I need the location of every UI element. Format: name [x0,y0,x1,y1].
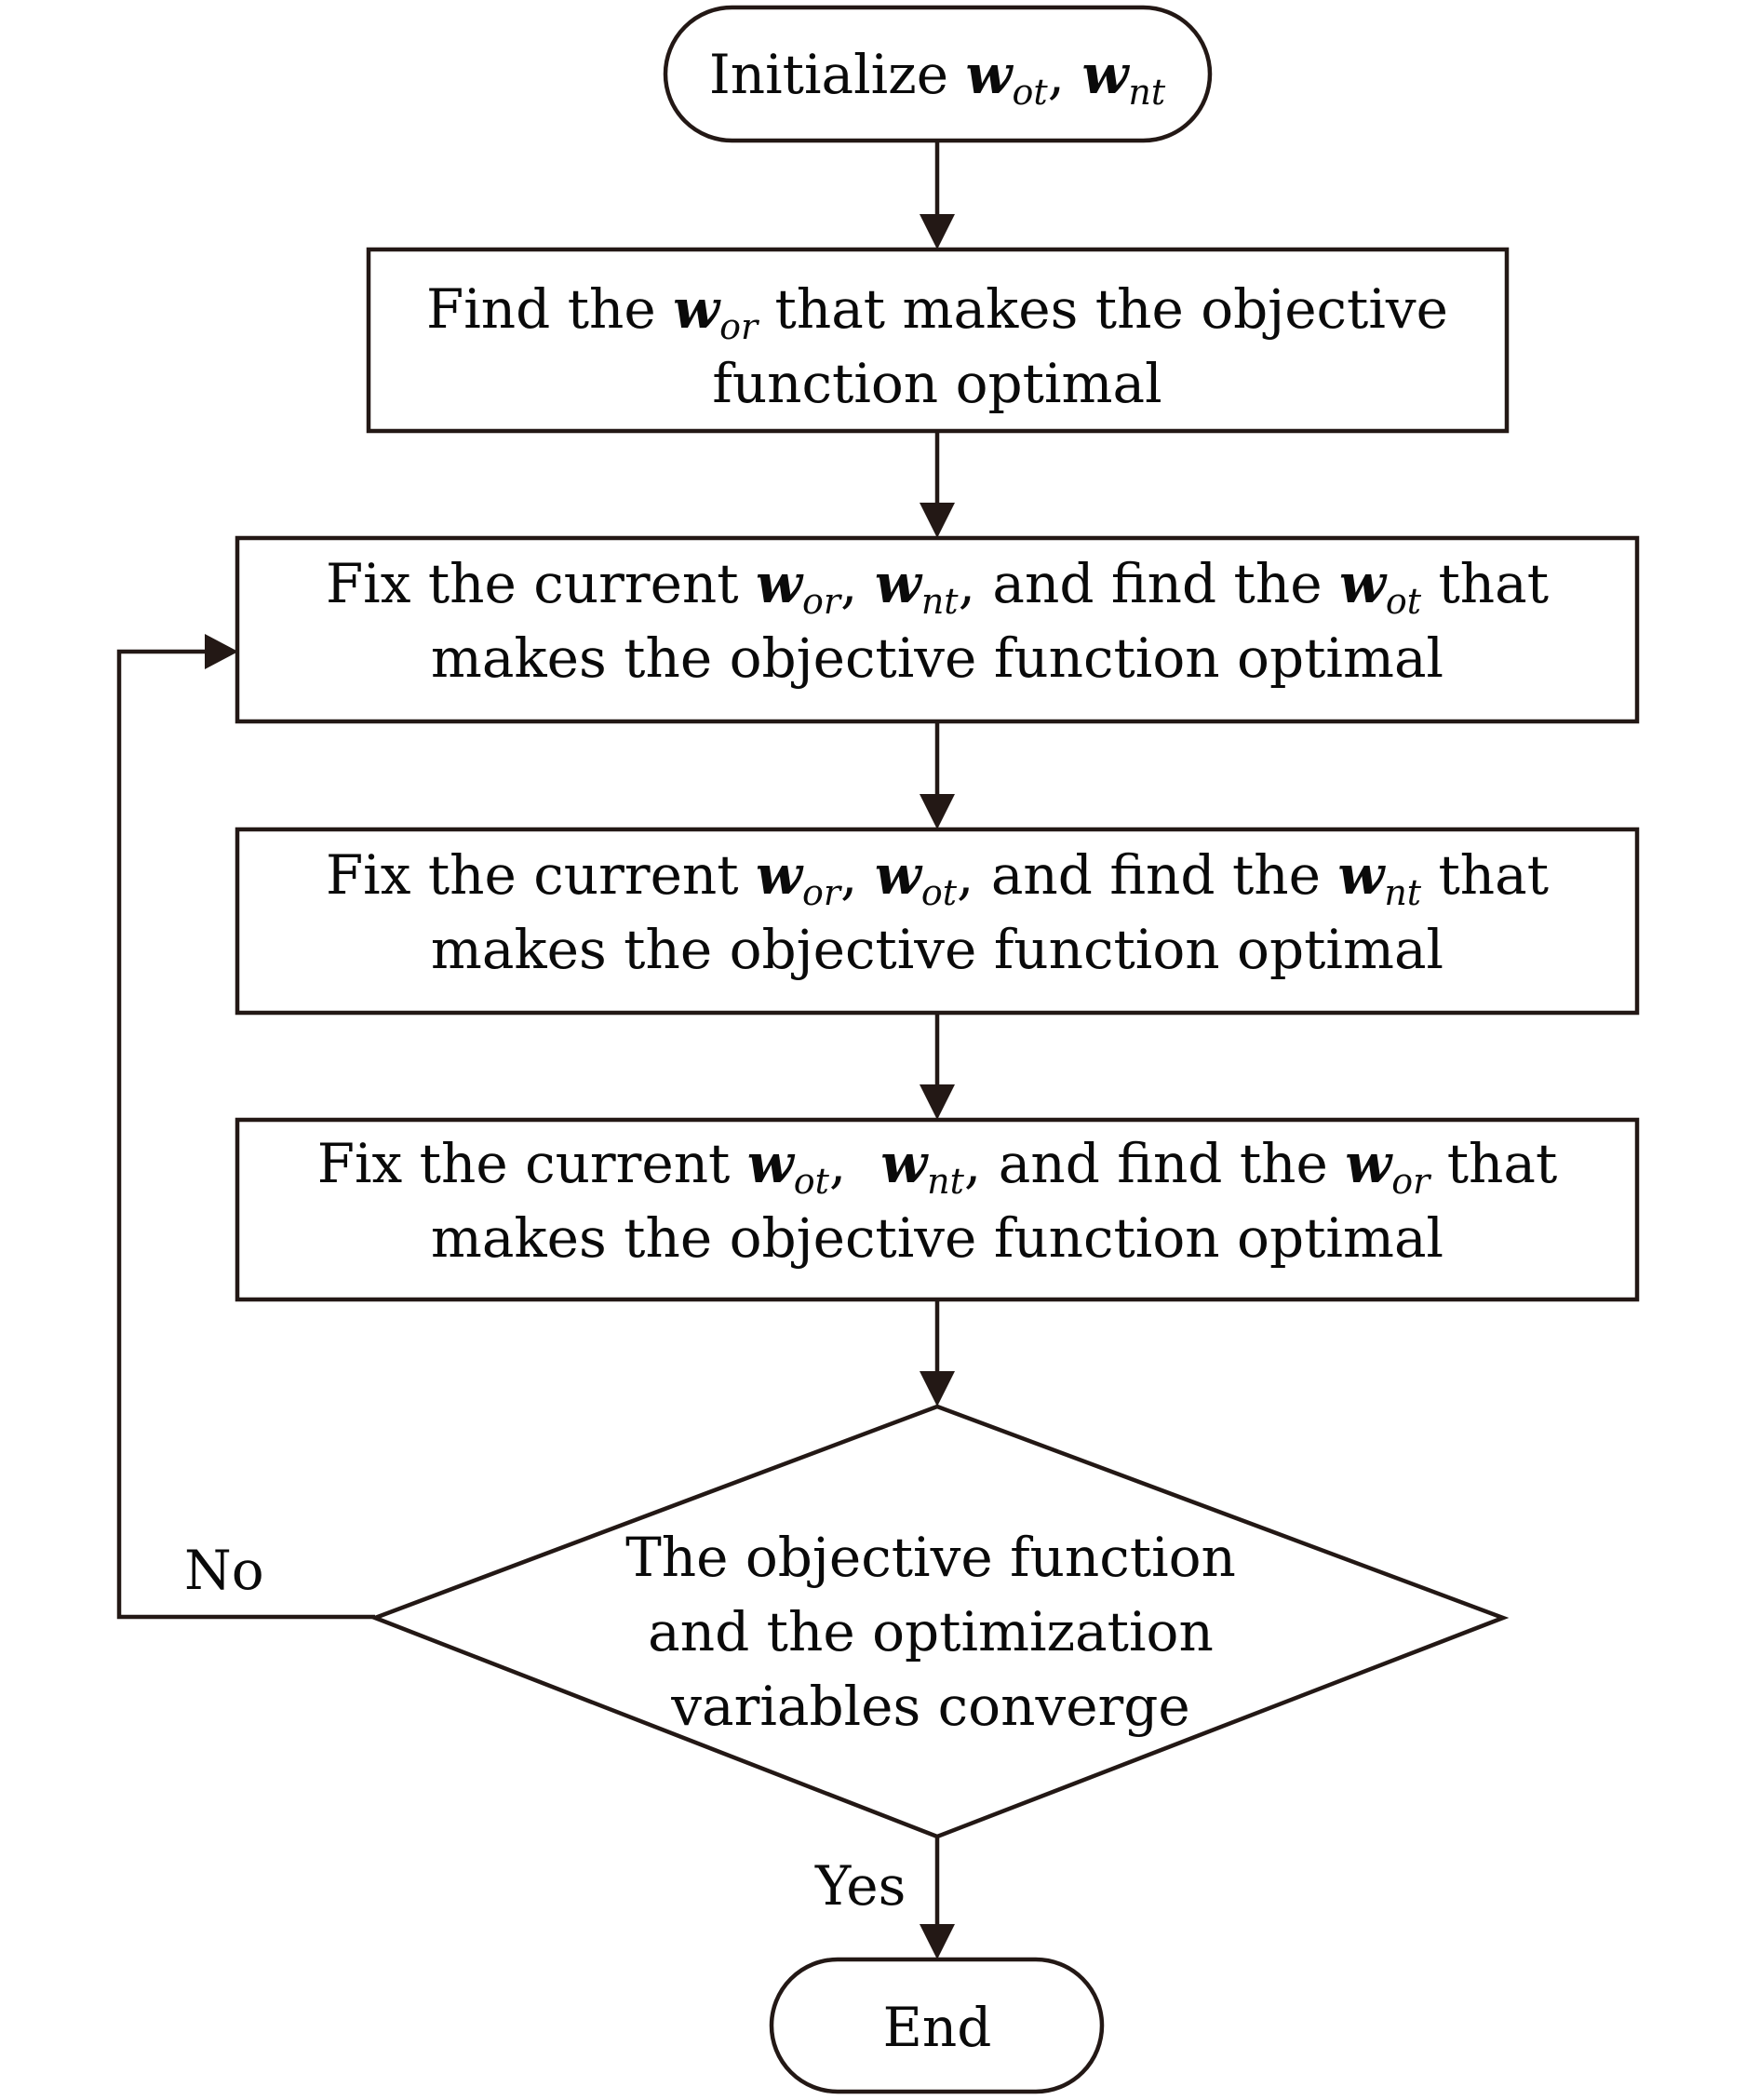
vector-symbol: w [1081,43,1130,106]
vector-symbol: w [747,1132,796,1195]
arrowhead-icon [920,503,955,538]
connectors [116,141,955,1959]
vector-subscript: nt [921,581,959,622]
vector-symbol: w [1339,552,1388,615]
label-text: that [1421,552,1549,615]
edge-label-no: No [184,1539,264,1602]
label-line: Fix the current wor​, wot​, and find the… [326,843,1549,913]
vector-subscript: nt [1128,72,1165,113]
label-text: that [1421,843,1549,907]
vector-subscript: or [1391,1161,1432,1202]
vector-symbol: w [1345,1132,1393,1195]
vector-subscript: ot [794,1161,830,1202]
label-text: makes the objective function optimal [431,626,1443,690]
label-text: Fix the current [317,1132,747,1195]
label-line: The objective function [625,1526,1236,1589]
vector-symbol: w [756,843,804,907]
arrowhead-icon [920,214,955,249]
arrowhead-icon [920,1924,955,1959]
label-line: makes the objective function optimal [431,1206,1443,1270]
vector-subscript: ot [1386,581,1422,622]
vector-subscript: nt [1384,872,1421,913]
vector-symbol: w [673,277,721,341]
label-text: , and find the [959,552,1339,615]
arrowhead-icon [920,1371,955,1407]
update-wor-label: Fix the current wot​, wnt​, and find the… [317,1132,1558,1270]
process-box-update-wot [235,535,1640,724]
label-text: The objective function [625,1526,1236,1589]
label-line: makes the objective function optimal [431,918,1443,981]
label-text: Find the [426,277,673,341]
vector-symbol: w [966,43,1014,106]
decision-diamond [369,1404,1510,1839]
vector-symbol: w [1337,843,1386,907]
process-box-update-wnt [235,827,1640,1016]
label-text: Initialize [709,43,966,106]
label-line: Fix the current wor​, wnt​, and find the… [326,552,1549,622]
vector-symbol: w [875,843,923,907]
vector-subscript: ot [1012,72,1048,113]
process-box-update-wor [235,1117,1640,1302]
label-line: Find the wor​ that makes the objective [426,277,1448,347]
label-line: variables converge [670,1675,1189,1738]
vector-subscript: ot [921,872,958,913]
vector-subscript: or [802,581,843,622]
label-text: Fix the current [326,843,756,907]
label-text: variables converge [670,1675,1189,1738]
vector-symbol: w [875,552,923,615]
update-wnt-label: Fix the current wor​, wot​, and find the… [326,843,1549,981]
init-wor-label: Find the wor​ that makes the objectivefu… [426,277,1448,415]
process-box-init-wor [366,247,1510,434]
label-text: that [1430,1132,1557,1195]
label-line: Fix the current wot​, wnt​, and find the… [317,1132,1558,1202]
label-line: and the optimization [648,1600,1214,1663]
vector-symbol: w [756,552,804,615]
label-text: function optimal [712,352,1161,415]
update-wot-label: Fix the current wor​, wnt​, and find the… [326,552,1549,690]
label-text: makes the objective function optimal [431,918,1443,981]
label-text: and the optimization [648,1600,1214,1663]
vector-subscript: nt [927,1161,964,1202]
label-text: Fix the current [326,552,756,615]
start-terminal [663,5,1213,143]
label-line: Initialize wot​, wnt​ [709,43,1166,113]
vector-subscript: or [719,306,760,347]
label-text: End [883,1996,992,2059]
label-text: , [840,552,875,615]
edge-label-yes: Yes [814,1854,906,1918]
end-label: End [883,1996,992,2059]
label-text: that makes the objective [758,277,1448,341]
label-text: , and find the [964,1132,1345,1195]
arrowhead-icon [205,634,238,669]
vector-symbol: w [880,1132,929,1195]
label-line: makes the objective function optimal [431,626,1443,690]
decision-label: The objective function and the optimizati… [625,1526,1236,1738]
end-terminal [769,1957,1105,2094]
edge-no-loop [116,649,375,1620]
arrowhead-icon [920,794,955,829]
vector-subscript: or [802,872,843,913]
start-label: Initialize wot​, wnt​ [709,43,1166,113]
label-text: , [1048,43,1082,106]
label-text: , [829,1132,880,1195]
label-text: , [840,843,875,907]
label-line: function optimal [712,352,1161,415]
label-text: , and find the [957,843,1337,907]
arrowhead-icon [920,1084,955,1120]
label-line: End [883,1996,992,2059]
label-text: makes the objective function optimal [431,1206,1443,1270]
